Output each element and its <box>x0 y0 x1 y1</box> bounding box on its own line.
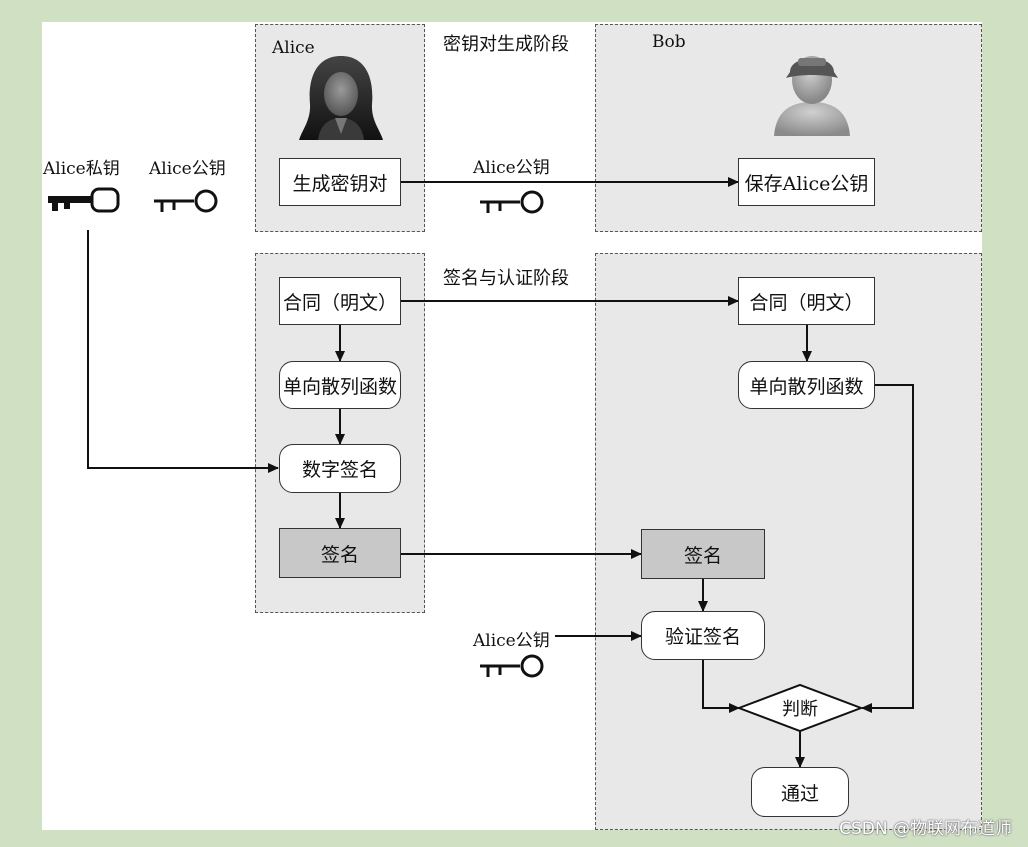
bob-signature-box: 签名 <box>641 529 765 579</box>
alice-avatar-icon <box>299 56 383 140</box>
alice-hash-function-box: 单向散列函数 <box>279 361 401 409</box>
generate-keypair-box: 生成密钥对 <box>279 158 401 206</box>
alice-public-key-label: Alice公钥 <box>149 159 226 179</box>
sign-verify-phase-title: 签名与认证阶段 <box>443 268 569 289</box>
watermark: CSDN @物联网布道师 <box>839 819 1012 839</box>
verify-public-key-label: Alice公钥 <box>473 631 550 651</box>
verify-public-key-icon <box>480 654 544 678</box>
alice-contract-box: 合同（明文） <box>279 277 401 325</box>
bob-contract-box: 合同（明文） <box>738 277 875 325</box>
alice-private-key-label: Alice私钥 <box>43 159 120 179</box>
transfer-public-key-icon <box>480 190 544 214</box>
pass-box: 通过 <box>751 767 849 817</box>
bob-name: Bob <box>652 32 686 52</box>
public-key-icon <box>154 189 218 213</box>
digital-sign-box: 数字签名 <box>279 444 401 493</box>
alice-signature-box: 签名 <box>279 528 401 578</box>
save-public-key-box: 保存Alice公钥 <box>738 158 875 206</box>
bob-avatar-icon <box>774 56 850 136</box>
verify-signature-box: 验证签名 <box>641 611 765 660</box>
transfer-public-key-label: Alice公钥 <box>473 158 550 178</box>
judge-label: 判断 <box>782 699 818 720</box>
private-key-icon <box>48 187 120 213</box>
alice-name: Alice <box>272 38 315 58</box>
keygen-phase-title: 密钥对生成阶段 <box>443 34 569 55</box>
bob-hash-function-box: 单向散列函数 <box>738 361 875 409</box>
